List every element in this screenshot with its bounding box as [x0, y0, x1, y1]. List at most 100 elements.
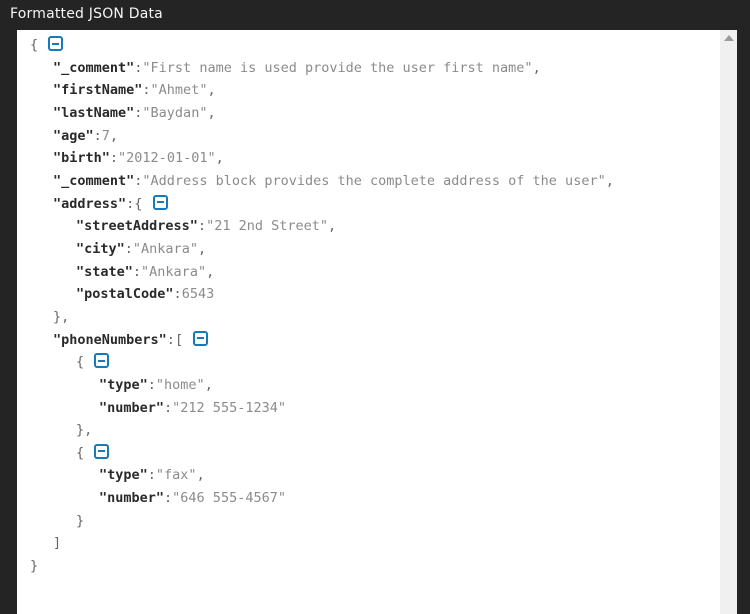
json-line: {: [30, 351, 715, 374]
json-key: "type": [99, 376, 148, 393]
json-string-value: "Ahmet": [150, 82, 208, 99]
collapse-toggle-icon[interactable]: [193, 330, 209, 346]
json-punctuation: }: [76, 512, 85, 529]
json-punctuation: ,: [197, 240, 207, 257]
json-line: "_comment":"First name is used provide t…: [30, 57, 715, 80]
page-title: Formatted JSON Data: [10, 6, 163, 22]
json-line: ]: [30, 532, 715, 555]
json-string-value: "2012-01-01": [118, 150, 216, 167]
json-key: "age": [53, 127, 94, 144]
json-punctuation: :: [93, 127, 102, 144]
collapse-toggle-icon[interactable]: [94, 443, 110, 459]
json-string-value: "home": [155, 376, 205, 393]
json-line: "type":"home",: [30, 374, 715, 397]
json-punctuation: :: [147, 467, 156, 484]
json-line: {: [30, 34, 715, 57]
json-key: "address": [53, 195, 127, 212]
json-key: "city": [76, 240, 125, 257]
json-line: "number":"646 555-4567": [30, 487, 715, 510]
collapse-toggle-icon[interactable]: [152, 194, 168, 210]
json-string-value: "21 2nd Street": [206, 218, 328, 235]
json-line: "_comment":"Address block provides the c…: [30, 170, 715, 193]
json-punctuation: :: [109, 150, 119, 167]
json-punctuation: :: [197, 218, 207, 235]
json-punctuation: ,: [215, 150, 224, 167]
json-punctuation: }: [30, 558, 39, 575]
json-line: "type":"fax",: [30, 464, 715, 487]
json-punctuation: ,: [207, 82, 216, 99]
json-key: "state": [76, 263, 133, 280]
json-line: "firstName":"Ahmet",: [30, 79, 715, 102]
json-punctuation: :: [134, 172, 143, 189]
json-line: "state":"Ankara",: [30, 261, 715, 284]
minus-icon: [52, 42, 60, 45]
json-punctuation: {: [76, 444, 93, 461]
json-key: "number": [99, 490, 165, 507]
json-line: "address":{: [30, 193, 715, 216]
json-punctuation: :: [134, 104, 143, 121]
json-punctuation: ,: [206, 263, 215, 280]
json-number-value: 6543: [181, 286, 215, 303]
json-string-value: "Ankara": [132, 240, 198, 257]
json-key: "_comment": [53, 59, 135, 76]
json-punctuation: },: [53, 308, 70, 325]
json-punctuation: :: [124, 240, 133, 257]
json-punctuation: ,: [327, 218, 337, 235]
minus-icon: [98, 359, 106, 362]
json-number-value: 7: [101, 127, 110, 144]
json-lines: { "_comment":"First name is used provide…: [30, 34, 715, 614]
json-punctuation: ,: [207, 104, 216, 121]
collapse-toggle-icon[interactable]: [94, 353, 110, 369]
json-string-value: "Address block provides the complete add…: [142, 172, 606, 189]
json-punctuation: },: [76, 422, 93, 439]
json-punctuation: :: [164, 399, 173, 416]
json-line: },: [30, 419, 715, 442]
json-punctuation: :: [142, 82, 151, 99]
json-punctuation: :: [147, 376, 156, 393]
collapse-toggle-icon[interactable]: [48, 36, 64, 51]
json-punctuation: [: [174, 331, 192, 348]
json-punctuation: ,: [109, 127, 119, 144]
json-key: "streetAddress": [76, 218, 198, 235]
json-line: }: [30, 555, 715, 578]
json-punctuation: {: [30, 37, 47, 53]
json-string-value: "First name is used provide the user fir…: [142, 59, 533, 76]
json-punctuation: :: [134, 59, 143, 76]
json-line: "city":"Ankara",: [30, 238, 715, 261]
json-key: "lastName": [53, 104, 135, 121]
json-punctuation: {: [76, 354, 93, 371]
json-key: "number": [99, 399, 165, 416]
json-line: {: [30, 442, 715, 465]
json-key: "postalCode": [76, 286, 174, 303]
json-punctuation: ,: [532, 59, 541, 76]
json-viewer-panel: { "_comment":"First name is used provide…: [17, 30, 737, 614]
json-line: },: [30, 306, 715, 329]
json-punctuation: ,: [605, 172, 614, 189]
minus-icon: [156, 201, 164, 204]
scrollbar[interactable]: [720, 30, 737, 614]
minus-icon: [98, 450, 106, 453]
json-line: "number":"212 555-1234": [30, 397, 715, 420]
json-line: "lastName":"Baydan",: [30, 102, 715, 125]
json-string-value: "212 555-1234": [172, 399, 286, 416]
json-key: "_comment": [53, 172, 135, 189]
json-line: "phoneNumbers":[: [30, 329, 715, 352]
json-string-value: "646 555-4567": [172, 490, 286, 507]
json-punctuation: :: [173, 286, 182, 303]
json-punctuation: :: [166, 331, 175, 348]
json-punctuation: :: [126, 195, 135, 212]
json-line: "birth":"2012-01-01",: [30, 147, 715, 170]
json-key: "phoneNumbers": [53, 331, 167, 348]
json-string-value: "Ankara": [141, 263, 207, 280]
minus-icon: [197, 337, 205, 340]
json-key: "firstName": [53, 82, 143, 99]
json-punctuation: ,: [196, 467, 205, 484]
scroll-up-button[interactable]: [720, 30, 737, 46]
json-line: "postalCode":6543: [30, 283, 715, 306]
json-punctuation: :: [164, 490, 173, 507]
json-punctuation: ,: [204, 376, 213, 393]
json-line: }: [30, 510, 715, 533]
json-punctuation: :: [132, 263, 142, 280]
json-line: "age":7,: [30, 125, 715, 148]
